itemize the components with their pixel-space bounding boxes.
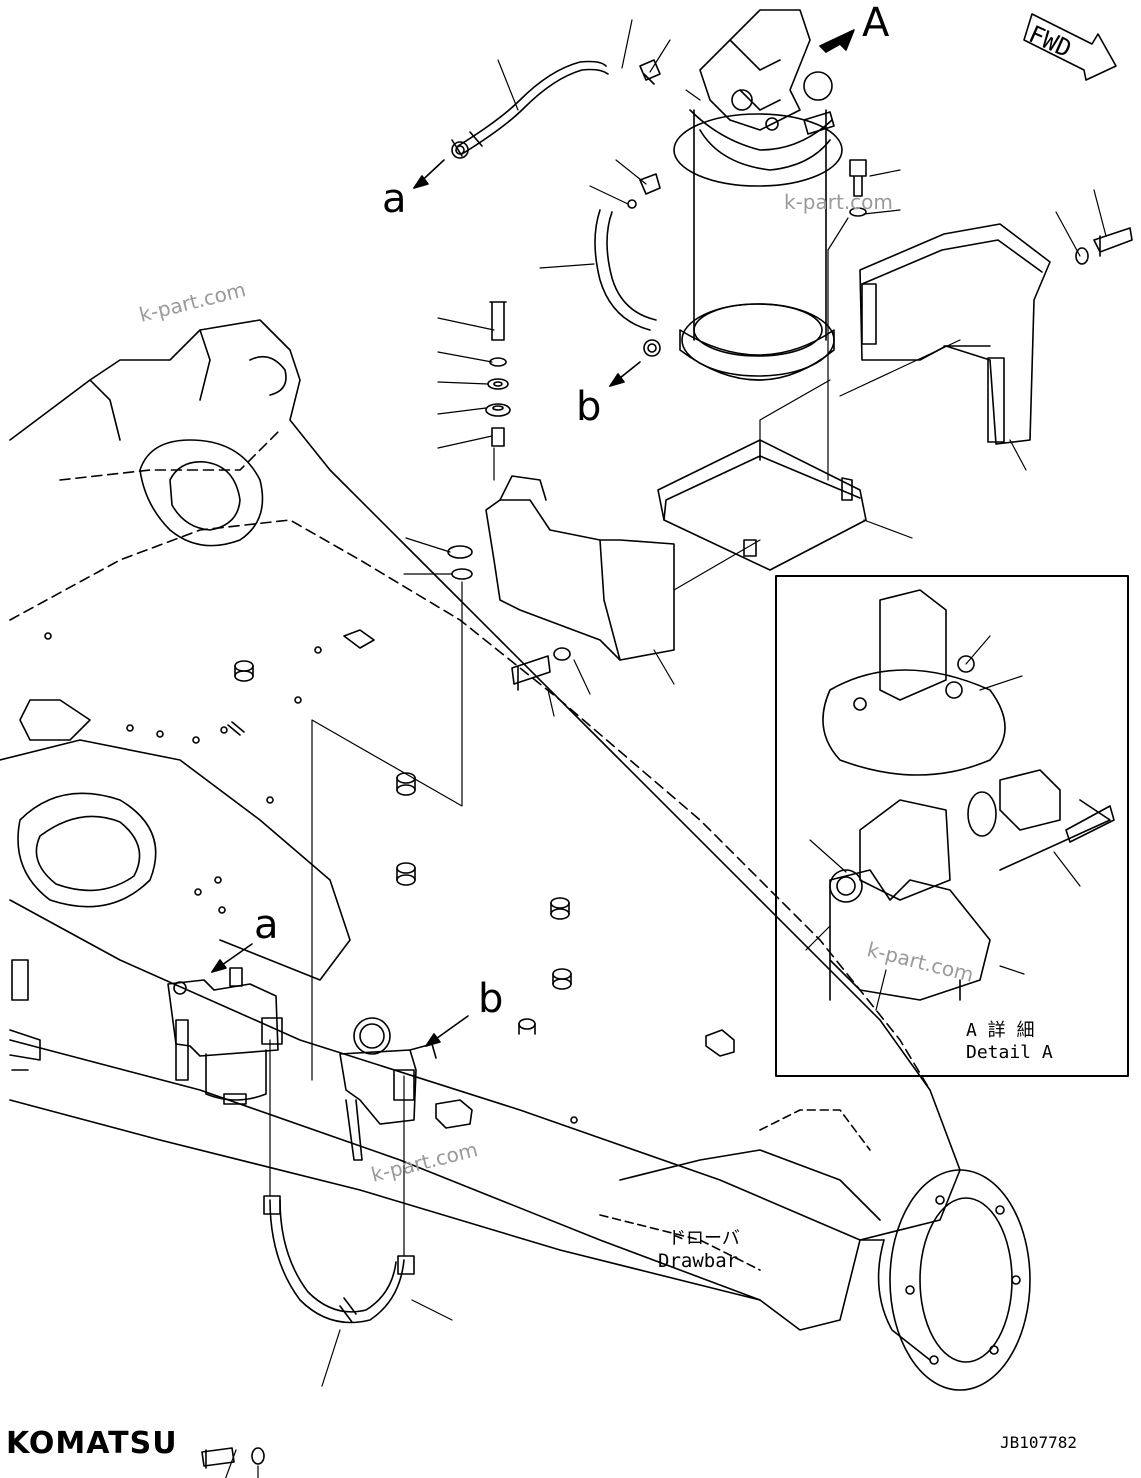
callout-b-upper: b [576, 384, 602, 430]
brackets [485, 223, 1051, 661]
hydraulic-tank [673, 9, 843, 381]
watermark-1: k-part.com [784, 190, 893, 214]
callout-big-a: A [862, 0, 890, 46]
filter-assembly [167, 967, 283, 1105]
callout-a-lower: a [254, 902, 279, 948]
callout-b-lower: b [478, 976, 504, 1022]
callout-a-upper: a [382, 176, 407, 222]
hub-flange [859, 1169, 1031, 1391]
detail-a-leaders [805, 635, 1081, 1011]
fittings [201, 59, 1133, 1469]
arrows [211, 29, 855, 1047]
detail-a-title-jp: A 詳 細 [966, 1020, 1035, 1041]
drawbar-label-jp: ドローバ [668, 1228, 740, 1249]
detail-a-box [775, 575, 1129, 1077]
document-id: JB107782 [1000, 1433, 1078, 1452]
drawbar-frame [0, 319, 961, 1331]
frame-bosses [11, 629, 735, 1129]
detail-a-title-en: Detail A [966, 1042, 1053, 1063]
fwd-arrow-icon [1023, 13, 1117, 81]
brand-logo: KOMATSU [6, 1426, 178, 1461]
hoses [263, 60, 657, 1324]
leader-lines [225, 19, 1107, 1478]
valve-assembly [339, 1017, 437, 1161]
drawbar-label-en: Drawbar [658, 1250, 739, 1272]
